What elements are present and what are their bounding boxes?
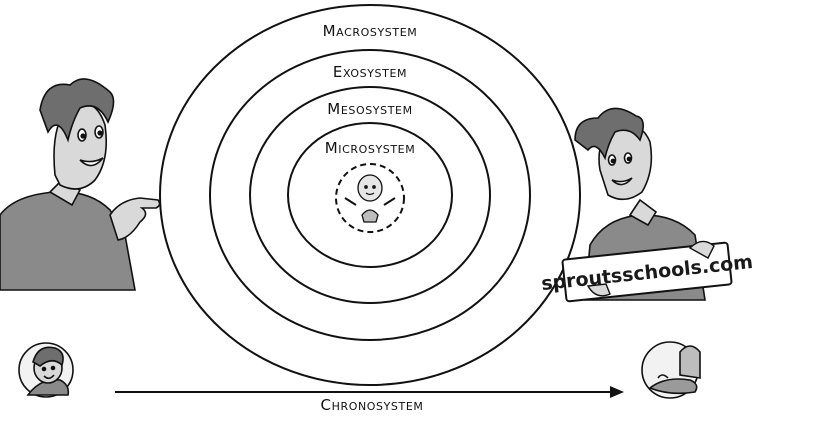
mesosystem-ring	[249, 86, 491, 304]
exosystem-ring	[209, 49, 531, 341]
child-portrait	[18, 342, 74, 398]
timeline-arrow	[115, 386, 624, 398]
baby-illustration	[344, 174, 396, 223]
left-adult-illustration	[0, 78, 161, 291]
mesosystem-label: Mesosystem	[327, 100, 412, 118]
individual-dashed-ring	[335, 163, 405, 233]
website-sign: sproutsschools.com	[540, 240, 754, 303]
microsystem-ring	[287, 122, 453, 268]
gravestone-portrait	[641, 341, 701, 399]
rings-group	[159, 4, 581, 386]
macrosystem-ring	[159, 4, 581, 386]
exosystem-label: Exosystem	[333, 63, 407, 81]
macrosystem-label: Macrosystem	[323, 22, 418, 40]
chronosystem-label: Chronosystem	[321, 396, 424, 414]
microsystem-label: Microsystem	[325, 139, 416, 157]
